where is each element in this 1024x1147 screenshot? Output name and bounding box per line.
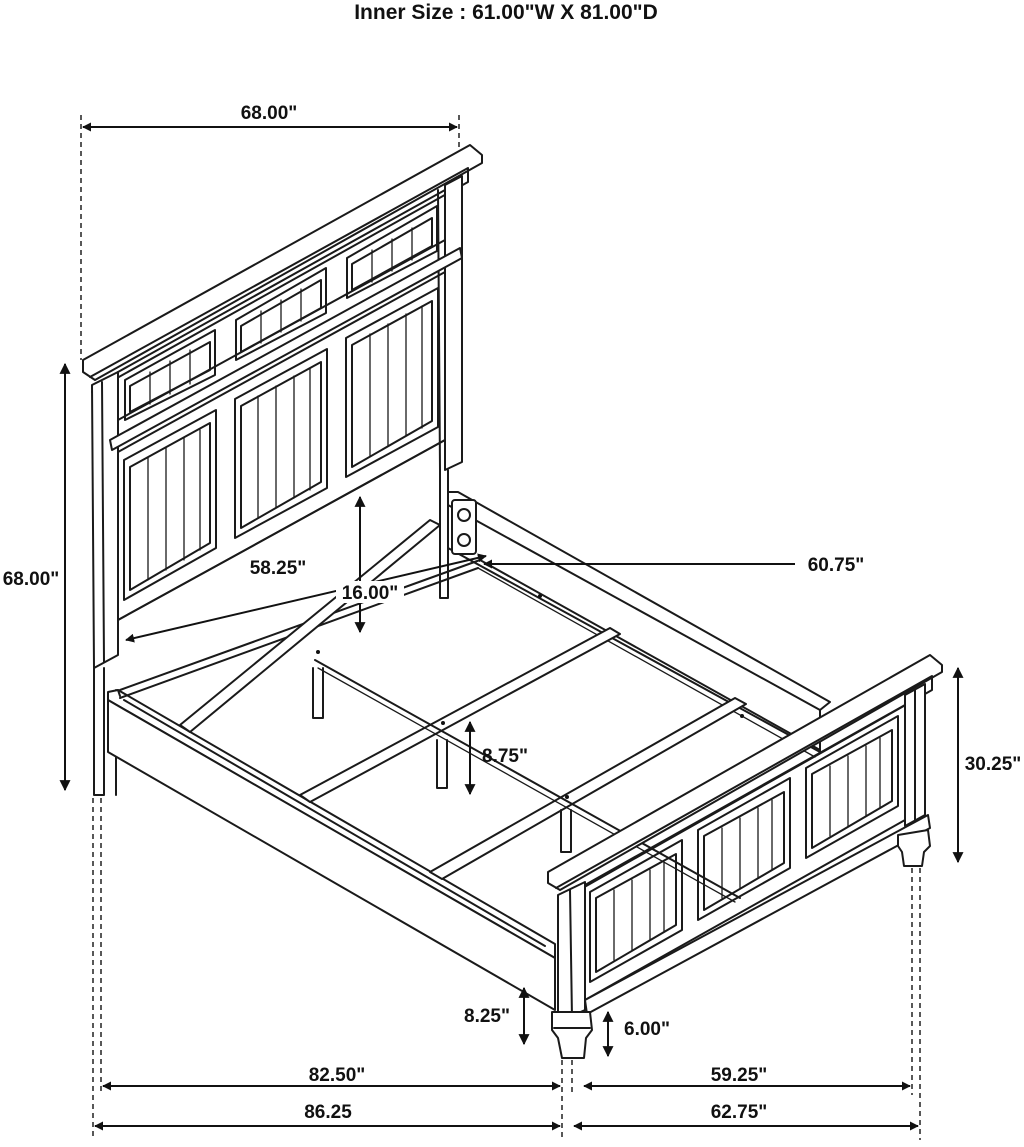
dim-slat-height: 8.75" xyxy=(482,746,528,767)
dim-headboard-width: 68.00" xyxy=(241,103,298,124)
footboard xyxy=(547,654,943,1059)
dimension-lines xyxy=(59,115,964,1140)
dim-inner-length: 60.75" xyxy=(808,555,865,576)
headboard xyxy=(82,144,483,796)
dim-footboard-width: 62.75" xyxy=(711,1102,768,1123)
dim-rail-length: 82.50" xyxy=(309,1065,366,1086)
dim-inner-width: 58.25" xyxy=(250,558,307,579)
inner-size-title: Inner Size : 61.00"W X 81.00"D xyxy=(354,1,658,24)
dimension-labels: 68.00" 68.00" 58.25" 16.00" 60.75" 8.75"… xyxy=(0,101,1021,1123)
dim-foot-height: 6.00" xyxy=(624,1019,670,1040)
dim-footboard-inner: 59.25" xyxy=(711,1065,768,1086)
dim-overall-length: 86.25 xyxy=(304,1102,352,1123)
dim-side-rail-clearance: 8.25" xyxy=(464,1006,510,1027)
dim-headboard-height: 68.00" xyxy=(3,569,60,590)
bed-illustration xyxy=(82,144,943,1059)
dim-footboard-height: 30.25" xyxy=(965,754,1022,775)
dim-headboard-clearance: 16.00" xyxy=(342,583,399,604)
bed-frame xyxy=(107,491,831,1011)
